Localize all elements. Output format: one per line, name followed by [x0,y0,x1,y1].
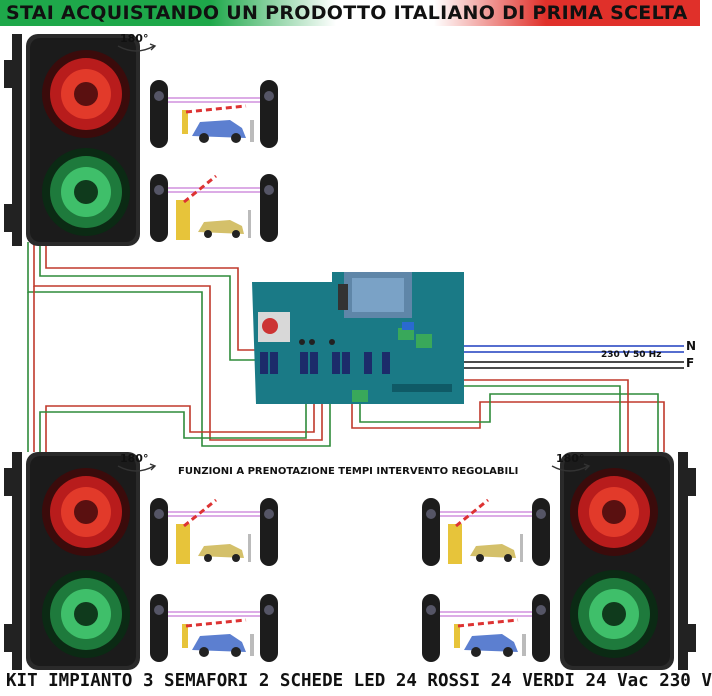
traffic-light-bottom-left [4,452,140,670]
functions-label: FUNZIONI A PRENOTAZIONE TEMPI INTERVENTO… [178,466,519,477]
photocell-scene-car [150,80,278,148]
relay [270,352,278,374]
wire-green [39,242,256,361]
photocell-sensor [150,594,168,662]
photocell-scene-car [422,594,550,662]
photocell-sensor [532,594,550,662]
photocell-scene-barrier [150,174,278,242]
banner-text: STAI ACQUISTANDO UN PRODOTTO ITALIANO DI… [6,2,688,24]
wire-red [45,404,315,452]
terminal-block [398,328,414,340]
wire-red [412,379,629,452]
photocell-sensor [260,594,278,662]
rotate-arrow-icon [117,463,157,472]
photocell-scene-barrier [422,498,550,566]
rotation-label: 180° [120,452,149,465]
photocell-sensor [150,498,168,566]
rotate-arrow-icon [117,43,157,52]
wire-red [351,401,665,452]
photocell-sensor [422,594,440,662]
wire-green [359,393,659,452]
photocell-sensor [260,498,278,566]
barrier-post [176,524,190,564]
photocell-sensor [150,80,168,148]
rotation-label: 180° [556,452,585,465]
neutral-label: N [686,339,697,353]
kit-description: KIT IMPIANTO 3 SEMAFORI 2 SCHEDE LED 24 … [6,671,712,691]
relay [300,352,308,374]
power-supply-label: 230 V 50 Hz [601,350,662,360]
wire-red [33,242,323,441]
photocell-scene-car [150,594,278,662]
wire-green [27,242,331,447]
terminal-block [352,390,368,402]
relay [342,352,350,374]
rotation-label: 180° [120,32,149,45]
relay [382,352,390,374]
traffic-light-top-left [4,34,140,246]
relay [332,352,340,374]
photocell-sensor [260,174,278,242]
made-in-italy-banner: STAI ACQUISTANDO UN PRODOTTO ITALIANO DI… [0,0,700,26]
photocell-scene-barrier [150,498,278,566]
wire-green [408,385,621,452]
photocell-sensor [260,80,278,148]
control-board [252,272,464,404]
terminal-block [416,334,432,348]
rotate-arrow-icon [551,463,591,472]
photocell-sensor [150,174,168,242]
barrier-post [448,524,462,564]
phase-label: F [686,356,695,370]
relay [310,352,318,374]
photocell-sensor [532,498,550,566]
wire-blue [427,330,684,347]
barrier-post [176,200,190,240]
wire-green [39,404,307,452]
wire-red [45,242,256,351]
traffic-light-bottom-right [560,452,696,670]
relay [260,352,268,374]
photocell-sensor [422,498,440,566]
relay [364,352,372,374]
